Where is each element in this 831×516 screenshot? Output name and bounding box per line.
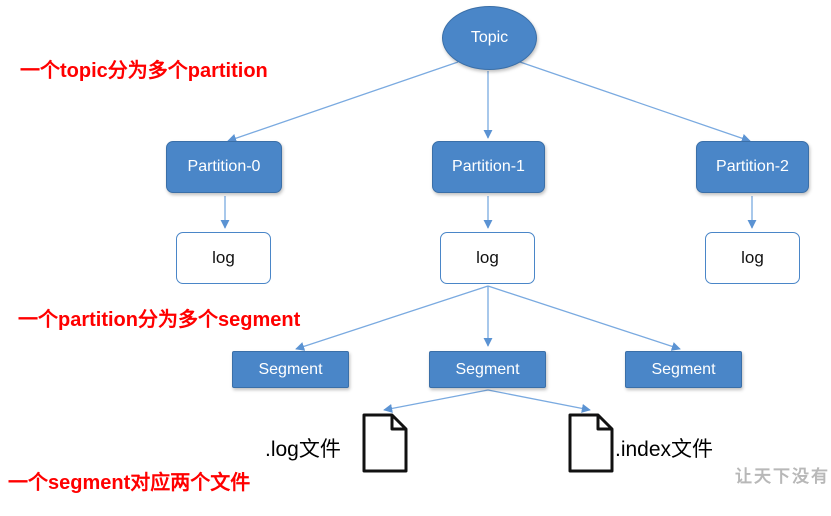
edge-log-segment-0 [295, 285, 489, 351]
topic-note: 一个topic分为多个partition [20, 60, 268, 82]
segment-node-1: Segment [429, 351, 546, 388]
partition-0-node: Partition-0 [166, 141, 282, 193]
log-label-2: log [741, 248, 764, 267]
log-node-0: log [176, 232, 271, 284]
partition-2-node: Partition-2 [696, 141, 809, 193]
log-label-1: log [476, 248, 499, 267]
segment-note: 一个segment对应两个文件 [8, 472, 251, 494]
partition-1-node: Partition-1 [432, 141, 545, 193]
edge-segment-log-file [383, 389, 489, 413]
segment-node-2: Segment [625, 351, 742, 388]
partition-1-label: Partition-1 [452, 158, 525, 175]
partition-2-label: Partition-2 [716, 158, 789, 175]
log-file-icon [362, 413, 408, 473]
segment-label-2: Segment [651, 360, 716, 378]
log-file-label: .log文件 [265, 438, 341, 461]
topic-node: Topic [442, 6, 537, 70]
segment-node-0: Segment [232, 351, 349, 388]
watermark: 让天下没有 [735, 467, 830, 486]
log-label-0: log [212, 248, 235, 267]
segment-label-0: Segment [258, 360, 323, 378]
index-file-label: .index文件 [615, 438, 714, 461]
partition-0-label: Partition-0 [187, 158, 261, 175]
edge-topic-partition-2 [519, 61, 751, 143]
edge-log-segment-2 [487, 285, 681, 351]
index-file-icon [568, 413, 614, 473]
log-node-1: log [440, 232, 535, 284]
edge-segment-index-file [487, 389, 591, 413]
edge-topic-partition-0 [227, 61, 459, 143]
log-node-2: log [705, 232, 800, 284]
partition-note: 一个partition分为多个segment [18, 309, 301, 331]
segment-label-1: Segment [455, 360, 520, 378]
topic-label: Topic [470, 29, 509, 46]
